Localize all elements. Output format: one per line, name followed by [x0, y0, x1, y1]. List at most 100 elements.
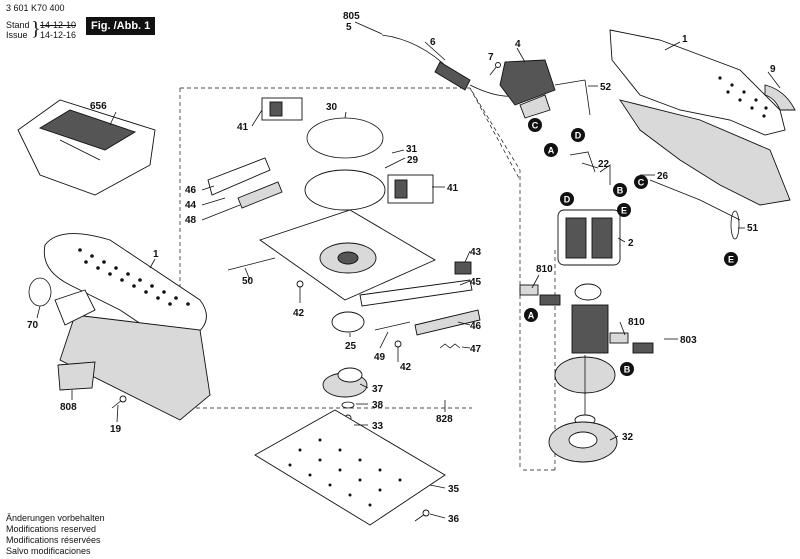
connector-marker-e: E — [617, 203, 631, 217]
part-number-37: 37 — [372, 384, 384, 395]
wire-part — [569, 151, 741, 240]
armature-part — [554, 283, 616, 426]
part-number-7: 7 — [488, 52, 494, 63]
screw-part — [111, 395, 127, 409]
washer-part — [341, 401, 355, 409]
part-number-2: 2 — [628, 238, 634, 249]
brace-icon: } — [31, 18, 41, 40]
pin-part — [227, 257, 276, 271]
footer-line-fr: Modifications réservées — [6, 535, 101, 545]
svg-text:C: C — [532, 121, 539, 131]
part-number-44: 44 — [185, 200, 197, 211]
part-number-828: 828 — [436, 414, 453, 425]
clamp-part — [387, 174, 434, 204]
part-number-803: 803 — [680, 335, 697, 346]
part-number-4: 4 — [515, 39, 521, 50]
footer-line-en: Modifications reserved — [6, 524, 97, 534]
motor-stator-part — [557, 209, 621, 266]
connector-marker-d: D — [560, 192, 574, 206]
connector-marker-c: C — [528, 118, 542, 132]
svg-text:B: B — [617, 186, 624, 196]
connector-marker-a: A — [544, 143, 558, 157]
seal-ring-part — [28, 277, 52, 307]
part-number-30: 30 — [326, 102, 338, 113]
part-number-32: 32 — [622, 432, 634, 443]
base-plate-part — [259, 209, 436, 301]
part-number-38: 38 — [372, 400, 384, 411]
part-number-46-b: 46 — [470, 321, 482, 332]
stand-label: Stand — [6, 20, 30, 30]
connector-marker-b: B — [613, 183, 627, 197]
part-number-29: 29 — [407, 155, 419, 166]
part-number-41-b: 41 — [447, 183, 459, 194]
part-number-33: 33 — [372, 421, 384, 432]
sanding-plate-part — [254, 409, 446, 526]
part-number-51: 51 — [747, 223, 759, 234]
part-number-6: 6 — [430, 37, 436, 48]
part-number-22: 22 — [598, 159, 610, 170]
rail-part — [414, 309, 481, 336]
screw-part — [414, 509, 430, 522]
part-number-26: 26 — [657, 171, 669, 182]
cap-part — [454, 261, 472, 275]
carbon-brush-part — [609, 332, 654, 354]
svg-text:D: D — [564, 195, 571, 205]
bearing-part — [331, 311, 365, 333]
lever-part — [207, 157, 283, 209]
part-number-810-b: 810 — [628, 317, 645, 328]
part-number-42-a: 42 — [293, 308, 305, 319]
document-number: 3 601 K70 400 — [6, 3, 65, 13]
part-number-31: 31 — [406, 144, 418, 155]
svg-text:A: A — [528, 311, 535, 321]
eccentric-part — [322, 367, 368, 398]
issue-label: Issue — [6, 30, 28, 40]
part-number-49: 49 — [374, 352, 386, 363]
date-current: 14-12-16 — [40, 30, 77, 40]
connector-marker-d: D — [571, 128, 585, 142]
part-number-50: 50 — [242, 276, 254, 287]
pin-part — [374, 321, 411, 331]
carbon-brush-part — [519, 284, 561, 306]
part-number-35: 35 — [448, 484, 460, 495]
connector-marker-c: C — [634, 175, 648, 189]
part-number-25: 25 — [345, 341, 357, 352]
part-number-42-b: 42 — [400, 362, 412, 373]
gasket-part — [306, 117, 384, 159]
connector-marker-e: E — [724, 252, 738, 266]
sander-housing-left-part — [43, 233, 211, 421]
fan-wheel-part — [548, 421, 618, 463]
label-plate-part — [57, 361, 96, 391]
part-number-9: 9 — [770, 64, 776, 75]
part-number-48: 48 — [185, 215, 197, 226]
part-number-810-a: 810 — [536, 264, 553, 275]
dust-box-part — [17, 99, 156, 196]
part-number-52: 52 — [600, 82, 612, 93]
part-number-656: 656 — [90, 101, 107, 112]
screw-part — [394, 340, 402, 358]
screw-part — [296, 280, 304, 298]
part-number-70: 70 — [27, 320, 39, 331]
svg-text:A: A — [548, 146, 555, 156]
part-number-5: 5 — [346, 22, 352, 33]
gasket-part — [304, 169, 386, 211]
svg-text:E: E — [728, 255, 734, 265]
connector-marker-b: B — [620, 362, 634, 376]
footer-line-de: Änderungen vorbehalten — [6, 513, 105, 523]
svg-text:D: D — [575, 131, 582, 141]
footer-line-es: Salvo modificaciones — [6, 546, 91, 556]
part-number-808: 808 — [60, 402, 77, 413]
date-superseded: 14-12-10 — [40, 20, 77, 30]
sander-housing-right-part — [609, 29, 791, 206]
svg-text:B: B — [624, 365, 631, 375]
svg-text:E: E — [621, 206, 627, 216]
screw-part — [489, 62, 501, 76]
part-number-36: 36 — [448, 514, 460, 525]
clamp-part — [261, 97, 303, 121]
part-number-1-top: 1 — [682, 34, 688, 45]
part-number-41-a: 41 — [237, 122, 249, 133]
figure-label: Fig. /Abb. 1 — [86, 17, 156, 35]
part-number-47: 47 — [470, 344, 482, 355]
spring-part — [439, 343, 461, 349]
rail-part — [359, 279, 473, 307]
